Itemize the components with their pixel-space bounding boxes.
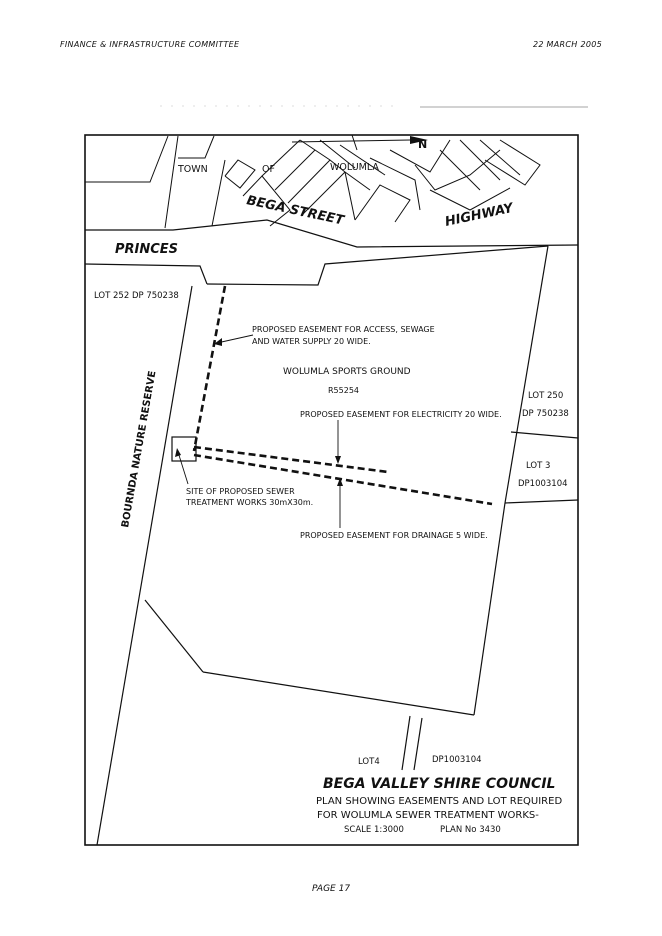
- lot-4-dp: DP1003104: [432, 755, 482, 765]
- street-town: TOWN: [177, 164, 208, 175]
- header-committee: FINANCE & INFRASTRUCTURE COMMITTEE: [60, 40, 240, 49]
- annotation-arrowheads: [175, 338, 343, 486]
- header-date: 22 MARCH 2005: [532, 40, 602, 49]
- annotation-leaders: [177, 334, 341, 528]
- lot-250-label: LOT 250: [528, 391, 563, 401]
- lot-3-label: LOT 3: [526, 461, 550, 471]
- street-bega: BEGA STREET: [245, 193, 346, 228]
- plan-title-line2: FOR WOLUMLA SEWER TREATMENT WORKS-: [317, 810, 539, 821]
- north-arrow-icon: [410, 136, 428, 144]
- map-frame: [84, 134, 579, 846]
- page-number: PAGE 17: [311, 884, 351, 894]
- easement-lines: [192, 285, 493, 506]
- note-sewer-line1: SITE OF PROPOSED SEWER: [186, 487, 295, 496]
- reserve-label: BOURNDA NATURE RESERVE: [120, 370, 158, 529]
- lot-250-dp: DP 750238: [522, 409, 569, 419]
- plan-number: PLAN No 3430: [440, 825, 501, 835]
- parcel-boundaries: [96, 245, 579, 846]
- note-sewer-line2: TREATMENT WORKS 30mX30m.: [185, 498, 313, 507]
- street-princes: PRINCES: [115, 242, 178, 257]
- note-electricity: PROPOSED EASEMENT FOR ELECTRICITY 20 WID…: [300, 410, 502, 419]
- sewer-site-box: [171, 436, 197, 462]
- note-drainage: PROPOSED EASEMENT FOR DRAINAGE 5 WIDE.: [300, 531, 488, 540]
- lot-3-dp: DP1003104: [518, 479, 568, 489]
- sports-ground-label: WOLUMLA SPORTS GROUND: [283, 367, 411, 377]
- note-access-line2: AND WATER SUPPLY 20 WIDE.: [252, 337, 371, 346]
- sports-ground-ref: R55254: [328, 386, 359, 395]
- street-of: OF: [262, 164, 275, 175]
- north-arrow-line: [291, 139, 411, 143]
- plan-title-line1: PLAN SHOWING EASEMENTS AND LOT REQUIRED: [316, 796, 562, 807]
- plan-scale: SCALE 1:3000: [344, 825, 404, 835]
- lot-252-label: LOT 252 DP 750238: [94, 291, 179, 301]
- highway-south-edge-east: [206, 245, 549, 286]
- highway-south-edge-west: [84, 263, 208, 285]
- note-access-line1: PROPOSED EASEMENT FOR ACCESS, SEWAGE: [252, 325, 435, 334]
- town-lots: [85, 135, 541, 229]
- highway-north-edge: [85, 219, 579, 248]
- north-arrow-tick: [351, 134, 358, 151]
- north-label: N: [418, 138, 427, 151]
- lot-4-label: LOT4: [358, 757, 380, 767]
- council-title: BEGA VALLEY SHIRE COUNCIL: [323, 776, 555, 792]
- street-wolumla: WOLUMLA: [330, 162, 379, 173]
